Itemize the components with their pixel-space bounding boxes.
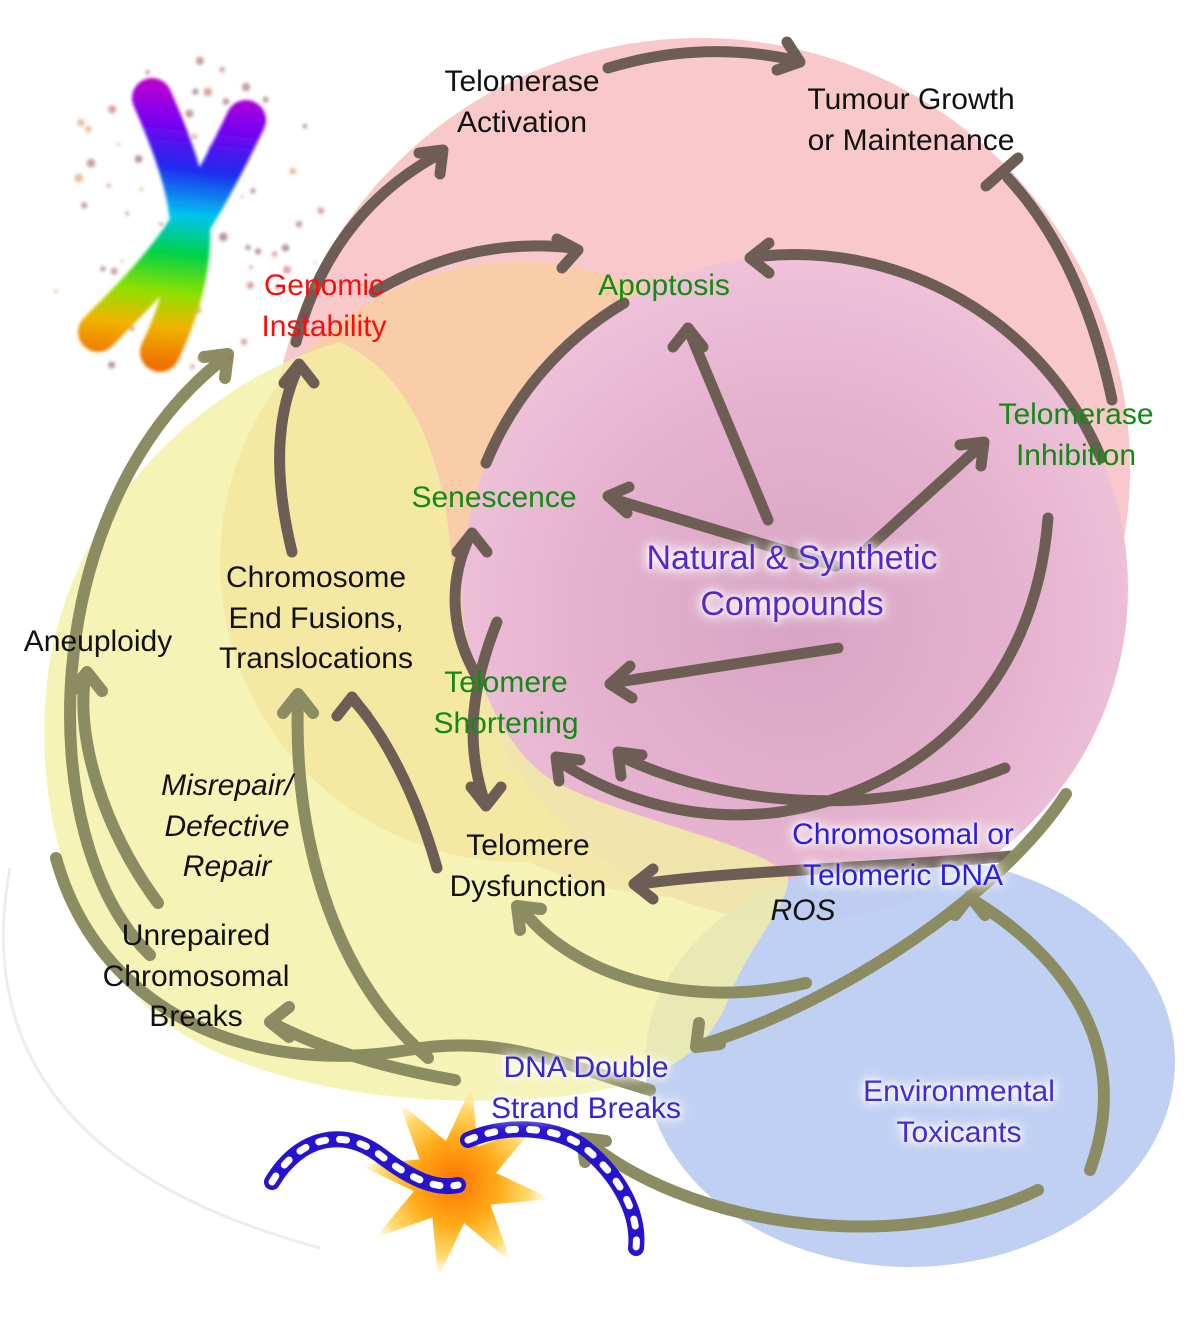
arrow-shortening-to-dysfunction [467, 616, 503, 806]
chromosome-icon [53, 56, 325, 373]
label-genomic-instability: Genomic Instability [261, 269, 387, 343]
label-chromosomal-telomeric-dna: Chromosomal or Telomeric DNA [792, 818, 1014, 892]
arrow-compounds-to-apoptosis [686, 332, 774, 526]
inner-circle-left-arc [480, 297, 630, 469]
arrow-unrepaired-to-aneuploidy [77, 672, 164, 909]
arrow-toxicants-to-dsb [584, 1138, 1044, 1233]
arrow-compounds-to-shortening [612, 642, 844, 688]
label-telomere-dysfunction: Telomere Dysfunction [449, 829, 607, 903]
arrow-ros-to-dysfunction [634, 850, 1018, 890]
arrow-compounds-to-senescence [610, 494, 842, 572]
arrow-instability-to-activation [290, 150, 442, 348]
label-apoptosis: Apoptosis [598, 269, 730, 302]
dark-arrows [274, 36, 1118, 905]
label-dna-double-strand-breaks: DNA Double Strand Breaks [490, 1051, 682, 1125]
arrow-inhibition-blocks-tumour [1002, 172, 1118, 406]
dna-break-icon [264, 1085, 645, 1279]
arrow-dna-to-shortening [616, 751, 1011, 807]
label-ros: ROS [770, 894, 836, 927]
label-natural-synthetic-compounds: Natural & Synthetic Compounds [646, 539, 938, 623]
label-unrepaired-chromosomal-breaks: Unrepaired Chromosomal Breaks [102, 919, 290, 1033]
arrow-misrepair-to-fusions [291, 694, 434, 1064]
label-telomerase-inhibition: Telomerase Inhibition [998, 398, 1154, 472]
arrow-fusions-to-instability [274, 364, 303, 558]
arrow-shortening-to-senescence [449, 534, 486, 688]
label-misrepair-defective-repair: Misrepair/ Defective Repair [161, 769, 293, 883]
label-aneuploidy: Aneuploidy [23, 625, 173, 658]
arrow-inhibition-to-apoptosis [748, 249, 1107, 464]
arrow-dna-to-dsb [698, 788, 1072, 1050]
arrow-compounds-to-inhibition [862, 444, 982, 554]
olive-arrows [50, 348, 1110, 1233]
damage-cycle-blob [44, 342, 789, 1101]
label-chromosome-end-fusions: Chromosome End Fusions, Translocations [219, 561, 413, 675]
arrow-dsb-to-dysfunction [518, 906, 812, 999]
label-tumour-growth: Tumour Growth or Maintenance [807, 83, 1015, 157]
faint-circle-outline [1, 867, 321, 1250]
arrow-activation-to-tumour [602, 46, 800, 74]
label-senescence: Senescence [411, 481, 577, 514]
arrow-toxicants-to-dna [970, 896, 1110, 1176]
label-telomere-shortening: Telomere Shortening [433, 666, 579, 740]
arrow-aneuploidy-to-instability [64, 354, 228, 961]
inhibition-t-bar [980, 152, 1024, 192]
arrow-instability-to-apoptosis [368, 240, 578, 298]
label-telomerase-activation: Telomerase Activation [444, 65, 600, 139]
arrow-dsb-to-unrepaired [272, 1020, 461, 1086]
label-environmental-toxicants: Environmental Toxicants [863, 1075, 1055, 1149]
